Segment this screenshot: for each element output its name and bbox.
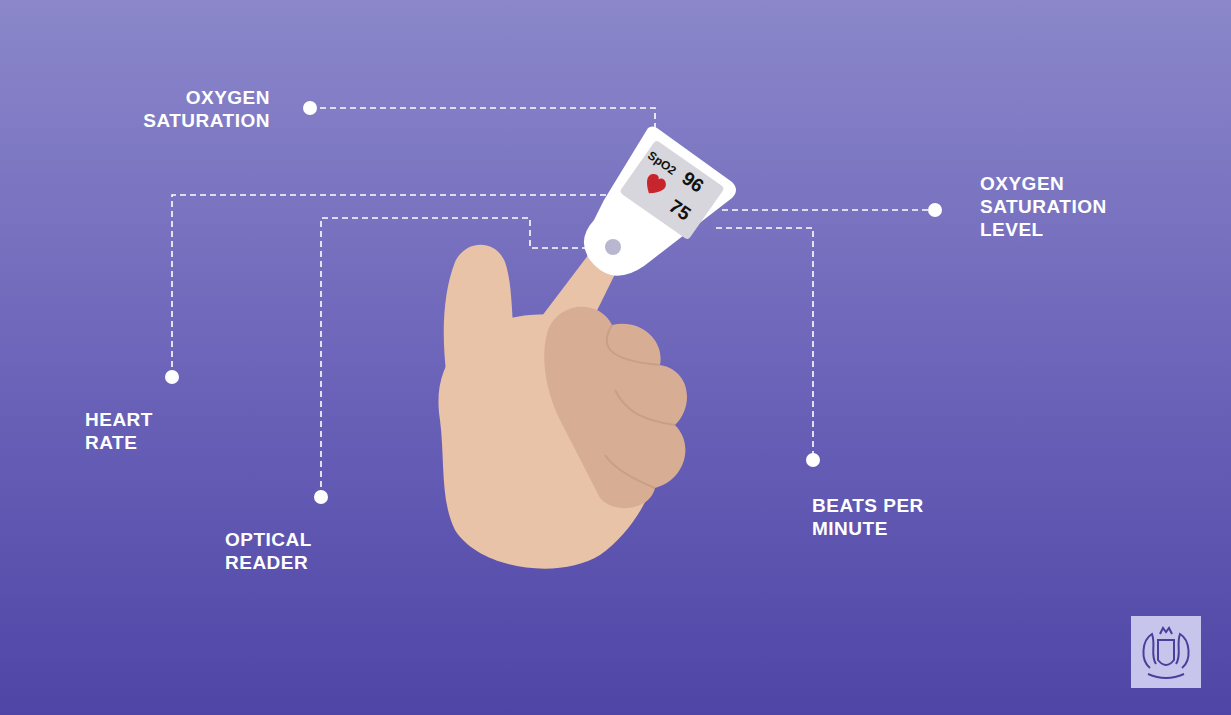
display-reading: 96: [678, 167, 707, 196]
display-reading: 75: [665, 195, 694, 224]
leader-dots: [165, 101, 942, 504]
callout-label: BEATS PER MINUTE: [812, 494, 957, 540]
display-unit: SpO2: [645, 148, 679, 177]
callout-label: HEART RATE: [85, 408, 185, 454]
crest-logo: [1131, 616, 1201, 688]
callout-label: OXYGEN SATURATION: [128, 86, 270, 132]
leader-lines: [172, 108, 935, 497]
callout-label: OXYGEN SATURATION LEVEL: [980, 172, 1130, 241]
pulse-oximeter: [584, 127, 736, 276]
hand: [438, 245, 687, 569]
heart-icon: [641, 171, 669, 199]
callout-label: OPTICAL READER: [225, 528, 337, 574]
